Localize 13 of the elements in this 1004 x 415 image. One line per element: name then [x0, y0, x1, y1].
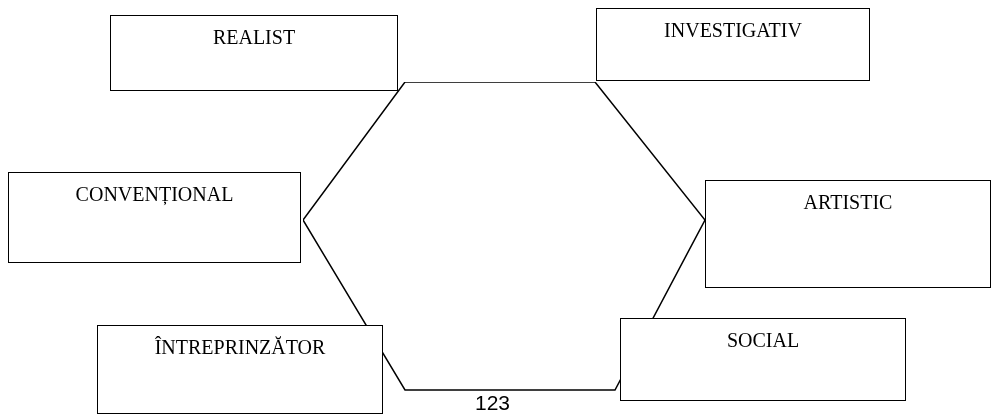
- category-box: [620, 318, 906, 401]
- page-number: 123: [475, 391, 511, 415]
- category-label: CONVENȚIONAL: [75, 183, 234, 206]
- category-box: [705, 180, 991, 288]
- category-label: ARTISTIC: [803, 191, 893, 214]
- category-box: [97, 325, 383, 414]
- category-label: INVESTIGATIV: [664, 19, 802, 42]
- category-label: ÎNTREPRINZĂTOR: [154, 336, 326, 359]
- category-label: REALIST: [212, 26, 296, 49]
- category-box: [110, 15, 398, 91]
- category-box: [8, 172, 301, 263]
- category-box: [596, 8, 870, 81]
- category-label: SOCIAL: [726, 329, 800, 352]
